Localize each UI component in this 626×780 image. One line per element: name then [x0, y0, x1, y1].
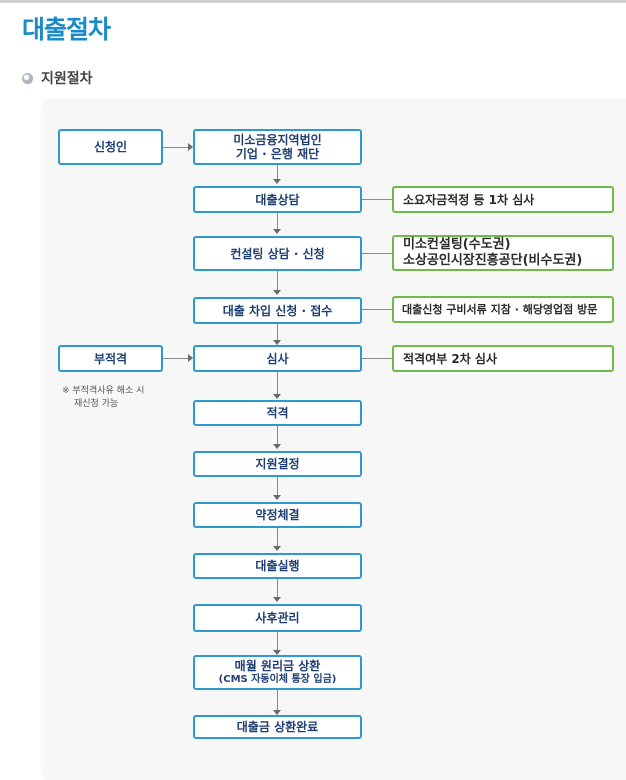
step-line: (CMS 자동이체 통장 입금) — [218, 673, 337, 685]
connector — [362, 358, 392, 359]
arrow-down-icon — [273, 229, 281, 234]
applicant-label: 신청인 — [93, 140, 128, 154]
page-title: 대출절차 — [22, 15, 111, 44]
note-line: 소상공인시장진흥공단(비수도권) — [403, 253, 583, 268]
step-eligible: 적격 — [193, 400, 362, 426]
ineligible-box: 부적격 — [58, 345, 163, 372]
bullet-icon — [22, 72, 33, 84]
step-local-foundation: 미소금융지역법인 기업 · 은행 재단 — [193, 129, 362, 165]
arrow-down-icon — [273, 597, 281, 602]
reapply-note-line1: ※ 부적격사유 해소 시 — [62, 386, 145, 396]
connector — [277, 324, 278, 343]
connector — [277, 632, 278, 653]
arrow-down-icon — [273, 394, 281, 399]
arrow-down-icon — [273, 650, 281, 655]
step-label: 대출 차입 신청 · 접수 — [222, 303, 333, 318]
step-label: 컨설팅 상담 · 신청 — [230, 246, 325, 261]
step-support-decision: 지원결정 — [193, 451, 362, 477]
arrow-down-icon — [273, 179, 281, 184]
step-line: 기업 · 은행 재단 — [235, 147, 320, 161]
step-monthly-repayment: 매월 원리금 상환 (CMS 자동이체 통장 입금) — [193, 655, 362, 690]
arrow-right-icon — [188, 354, 193, 362]
arrow-down-icon — [273, 290, 281, 295]
section-header: 지원절차 — [22, 68, 93, 88]
step-consulting-application: 컨설팅 상담 · 신청 — [193, 236, 362, 271]
note-label: 대출신청 구비서류 지참 · 해당영업점 방문 — [402, 302, 598, 316]
arrow-down-icon — [273, 495, 281, 500]
step-loan-application: 대출 차입 신청 · 접수 — [193, 297, 362, 324]
step-label: 적격 — [266, 406, 289, 420]
arrow-down-icon — [273, 340, 281, 345]
step-label: 대출금 상환완료 — [236, 720, 319, 734]
step-label: 사후관리 — [255, 611, 300, 625]
connector — [362, 253, 392, 254]
arrow-right-icon — [188, 143, 193, 151]
connector — [362, 309, 392, 310]
connector — [362, 199, 392, 200]
ineligible-label: 부적격 — [93, 351, 128, 366]
note-documents: 대출신청 구비서류 지참 · 해당영업점 방문 — [392, 296, 614, 323]
reapply-note: ※ 부적격사유 해소 시 재신청 가능 — [62, 385, 144, 411]
applicant-box: 신청인 — [58, 129, 163, 165]
step-line: 미소금융지역법인 — [233, 133, 322, 147]
note-first-review: 소요자금적정 등 1차 심사 — [392, 186, 614, 213]
connector — [277, 271, 278, 293]
step-review: 심사 — [193, 345, 362, 372]
note-second-review: 적격여부 2차 심사 — [392, 345, 614, 372]
connector — [163, 358, 189, 359]
connector — [277, 164, 278, 182]
note-line: 미소컨설팅(수도권) — [403, 237, 511, 252]
step-label: 대출상담 — [255, 192, 300, 207]
step-loan-consultation: 대출상담 — [193, 186, 362, 213]
step-line: 매월 원리금 상환 — [234, 658, 321, 673]
connector — [277, 477, 278, 498]
note-label: 소요자금적정 등 1차 심사 — [403, 192, 535, 207]
connector — [277, 528, 278, 549]
arrow-down-icon — [273, 444, 281, 449]
arrow-down-icon — [273, 710, 281, 715]
top-divider — [0, 0, 626, 3]
note-consulting-orgs: 미소컨설팅(수도권) 소상공인시장진흥공단(비수도권) — [392, 235, 614, 271]
arrow-down-icon — [273, 546, 281, 551]
step-loan-execution: 대출실행 — [193, 553, 362, 579]
connector — [277, 372, 278, 397]
section-title: 지원절차 — [41, 71, 93, 87]
connector — [277, 426, 278, 447]
step-follow-up: 사후관리 — [193, 604, 362, 632]
step-label: 대출실행 — [255, 559, 300, 573]
step-label: 심사 — [266, 351, 289, 366]
connector — [277, 579, 278, 600]
connector — [163, 147, 189, 148]
step-label: 약정체결 — [255, 508, 300, 522]
step-agreement: 약정체결 — [193, 502, 362, 528]
step-label: 지원결정 — [255, 457, 300, 471]
reapply-note-line2: 재신청 가능 — [74, 399, 119, 409]
note-label: 적격여부 2차 심사 — [403, 351, 497, 366]
step-repayment-complete: 대출금 상환완료 — [193, 715, 362, 739]
connector — [277, 213, 278, 232]
connector — [277, 690, 278, 713]
